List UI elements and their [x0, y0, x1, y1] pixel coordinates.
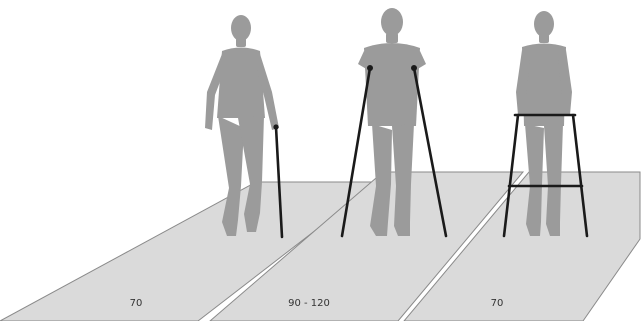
- lane-width-label-walking-frame: 70: [491, 298, 504, 309]
- lane-width-label-crutches: 90 - 120: [288, 298, 330, 309]
- lane-width-label-cane: 70: [130, 298, 143, 309]
